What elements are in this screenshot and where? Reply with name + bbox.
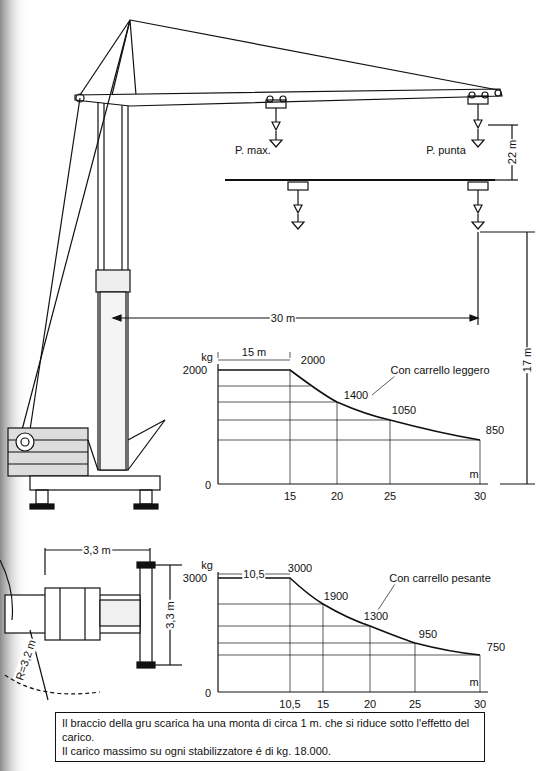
note-text: Il braccio della gru scarica ha una mont… (62, 716, 478, 744)
chart-label: 15 (316, 698, 330, 711)
chart-label: 0 (204, 479, 212, 492)
chart-label: Con carrello leggero (389, 364, 490, 377)
chart-label: 15 m (241, 346, 267, 359)
chart-label: 3,3 m (164, 600, 177, 630)
chart-label: m (468, 676, 479, 689)
chart-label: kg (200, 351, 214, 364)
chart-label: 25 (408, 698, 422, 711)
chart-label: 20 (363, 698, 377, 711)
chart-label: Con carrello pesante (388, 572, 492, 585)
chart-label: 950 (418, 628, 438, 641)
chart-label: 22 m (506, 139, 519, 165)
chart-label: 0 (204, 687, 212, 700)
chart-label: 10,5 (278, 698, 301, 711)
chart-label: 2000 (182, 364, 208, 377)
chart-label: 20 (330, 490, 344, 503)
chart-label: 17 m (521, 347, 534, 373)
chart-label: 30 m (270, 312, 296, 325)
chart-label: P. max. (234, 144, 272, 157)
chart-label: 750 (486, 641, 506, 654)
chart-label: 1050 (391, 404, 417, 417)
chart-label: 10,5 (242, 568, 265, 581)
chart-label: P. punta (425, 144, 467, 157)
chart-label: 25 (383, 490, 397, 503)
chart-label: m (468, 468, 479, 481)
chart-label: 3000 (182, 572, 208, 585)
chart-label: 2000 (300, 354, 326, 367)
chart-label: 1400 (343, 389, 369, 402)
chart-label: 1300 (363, 610, 389, 623)
chart-label: 1900 (323, 590, 349, 603)
note-text: Il carico massimo su ogni stabilizzatore… (62, 744, 478, 758)
chart-label: 3000 (287, 562, 313, 575)
chart-label: 30 (473, 698, 487, 711)
chart-label: kg (200, 559, 214, 572)
note-box: Il braccio della gru scarica ha una mont… (55, 712, 485, 762)
chart-label: 30 (473, 490, 487, 503)
chart-label: 850 (485, 424, 505, 437)
chart-label: 3,3 m (82, 544, 112, 557)
chart-label: 15 (283, 490, 297, 503)
